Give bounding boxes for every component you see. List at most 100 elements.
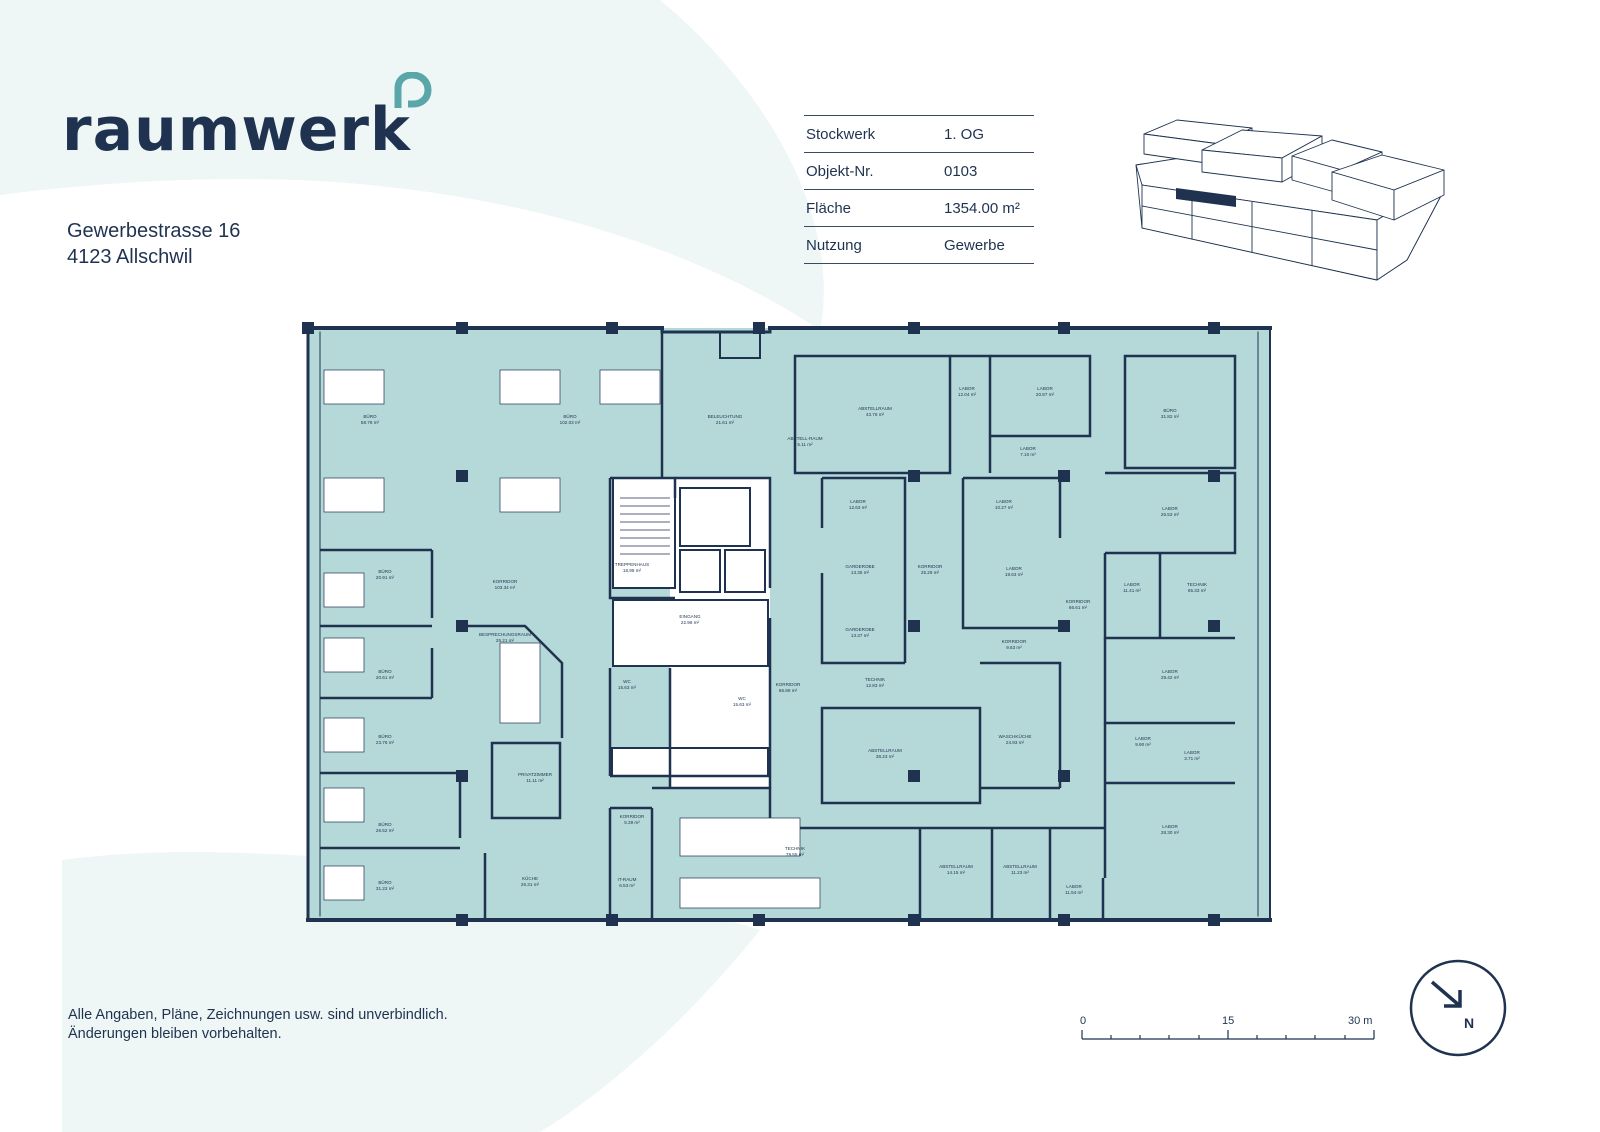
room-area: 15.63 m² (733, 702, 752, 707)
room-area: 9.90 m² (1135, 742, 1151, 747)
room-area: 6.53 m² (619, 883, 635, 888)
room-area: 66.61 m² (1069, 605, 1088, 610)
logo-mark-icon (394, 72, 432, 108)
room-name: EINGANG (679, 614, 701, 619)
info-value: Gewerbe (942, 226, 1034, 264)
room-name: LABOR (996, 499, 1012, 504)
room-name: PRIVATZIMMER (518, 772, 553, 777)
room-name: WASCHKÜCHE (998, 733, 1031, 739)
north-compass-icon: N (1409, 959, 1507, 1057)
room-area: 79.55 m² (786, 852, 805, 857)
room-area: 22.96 m² (681, 620, 700, 625)
room-name: LABOR (1135, 736, 1151, 741)
info-value: 1354.00 m² (942, 189, 1034, 227)
room-area: 3.71 m² (1184, 756, 1200, 761)
room-name: ABSTELLRAUM (1003, 864, 1037, 869)
room-name: ABSTELLRAUM (858, 406, 892, 411)
room-name: BELEUCHTUNG (708, 414, 743, 419)
address: Gewerbestrasse 16 4123 Allschwil (67, 218, 240, 270)
disclaimer-line-2: Änderungen bleiben vorbehalten. (68, 1026, 282, 1042)
room-area: 21.61 m² (716, 420, 735, 425)
room-name: KORRIDOR (620, 814, 645, 819)
disclaimer-line-1: Alle Angaben, Pläne, Zeichnungen usw. si… (68, 1007, 448, 1023)
room-area: 10.27 m² (995, 505, 1014, 510)
scale-label-0: 0 (1080, 1015, 1086, 1027)
room-name: LABOR (1162, 506, 1178, 511)
plan-structure (302, 322, 1272, 926)
room-name: LABOR (959, 386, 975, 391)
scale-label-15: 15 (1222, 1015, 1234, 1027)
room-area: 38.23 m² (876, 754, 895, 759)
room-name: BESPRECHUNGSRAUM (479, 632, 531, 637)
room-area: 25.53 m² (1161, 512, 1180, 517)
room-name: BÜRO (378, 879, 392, 885)
building-isometric-icon (1135, 119, 1445, 281)
room-name: BÜRO (378, 821, 392, 827)
info-value: 0103 (942, 152, 1034, 190)
room-area: 18.98 m² (623, 568, 642, 573)
room-area: 7.10 m² (1020, 452, 1036, 457)
info-row: Nutzung Gewerbe (804, 226, 1034, 264)
room-area: 12.83 m² (866, 683, 885, 688)
room-name: KORRIDOR (776, 682, 801, 687)
room-area: 13.35 m² (851, 570, 870, 575)
room-name: KORRIDOR (1002, 639, 1027, 644)
info-label: Stockwerk (804, 115, 942, 153)
room-name: KÜCHE (522, 875, 538, 881)
room-name: BÜRO (378, 733, 392, 739)
address-city: 4123 Allschwil (67, 246, 193, 268)
room-area: 20.61 m² (376, 675, 395, 680)
room-name: TECHNIK (865, 677, 886, 682)
info-value: 1. OG (942, 115, 1034, 153)
info-row: Objekt-Nr. 0103 (804, 152, 1034, 190)
room-name: KORRIDOR (493, 579, 518, 584)
room-area: 15.63 m² (618, 685, 637, 690)
room-area: 11.23 m² (1011, 870, 1029, 875)
room-area: 25.21 m² (496, 638, 515, 643)
room-area: 14.15 m² (947, 870, 966, 875)
room-area: 26.31 m² (521, 882, 540, 887)
room-area: 26.52 m² (376, 828, 395, 833)
info-table: Stockwerk 1. OG Objekt-Nr. 0103 Fläche 1… (804, 115, 1034, 264)
room-name: KORRIDOR (1066, 599, 1091, 604)
room-name: BÜRO (378, 568, 392, 574)
room-area: 9.63 m² (1006, 645, 1022, 650)
room-name: LABOR (1184, 750, 1200, 755)
address-street: Gewerbestrasse 16 (67, 220, 241, 242)
room-area: 31.82 m² (1161, 414, 1180, 419)
room-area: 23.76 m² (376, 740, 395, 745)
room-name: BÜRO (1163, 407, 1177, 413)
room-area: 12.63 m² (849, 505, 868, 510)
brand-name: raumwerk (62, 95, 411, 165)
info-label: Objekt-Nr. (804, 152, 942, 190)
room-name: BÜRO (378, 668, 392, 674)
room-area: 5.11 m² (797, 442, 813, 447)
room-name: LABOR (1124, 582, 1140, 587)
room-area: 12.04 m² (958, 392, 977, 397)
room-area: 65.33 m² (1188, 588, 1207, 593)
room-name: ABSTELLRAUM (868, 748, 902, 753)
room-name: BÜRO (363, 413, 377, 419)
room-area: 5.39 m² (624, 820, 640, 825)
room-name: KORRIDOR (918, 564, 943, 569)
room-area: 86.89 m² (779, 688, 798, 693)
room-area: 19.63 m² (1005, 572, 1024, 577)
room-area: 58.78 m² (361, 420, 380, 425)
room-name: WC (738, 696, 746, 701)
room-area: 31.22 m² (376, 886, 395, 891)
room-area: 13.37 m² (851, 633, 870, 638)
room-name: TREPPENHAUS (615, 562, 649, 567)
room-area: 11.11 m² (526, 778, 544, 783)
room-name: LABOR (850, 499, 866, 504)
room-name: WC (623, 679, 631, 684)
room-area: 24.93 m² (1006, 740, 1025, 745)
room-name: TECHNIK (785, 846, 806, 851)
room-area: 25.29 m² (921, 570, 940, 575)
room-name: GARDEROBE (845, 627, 874, 632)
room-name: LABOR (1006, 566, 1022, 571)
room-name: ABSTELL-RAUM (787, 436, 822, 441)
info-label: Fläche (804, 189, 942, 227)
room-area: 11.41 m² (1123, 588, 1141, 593)
